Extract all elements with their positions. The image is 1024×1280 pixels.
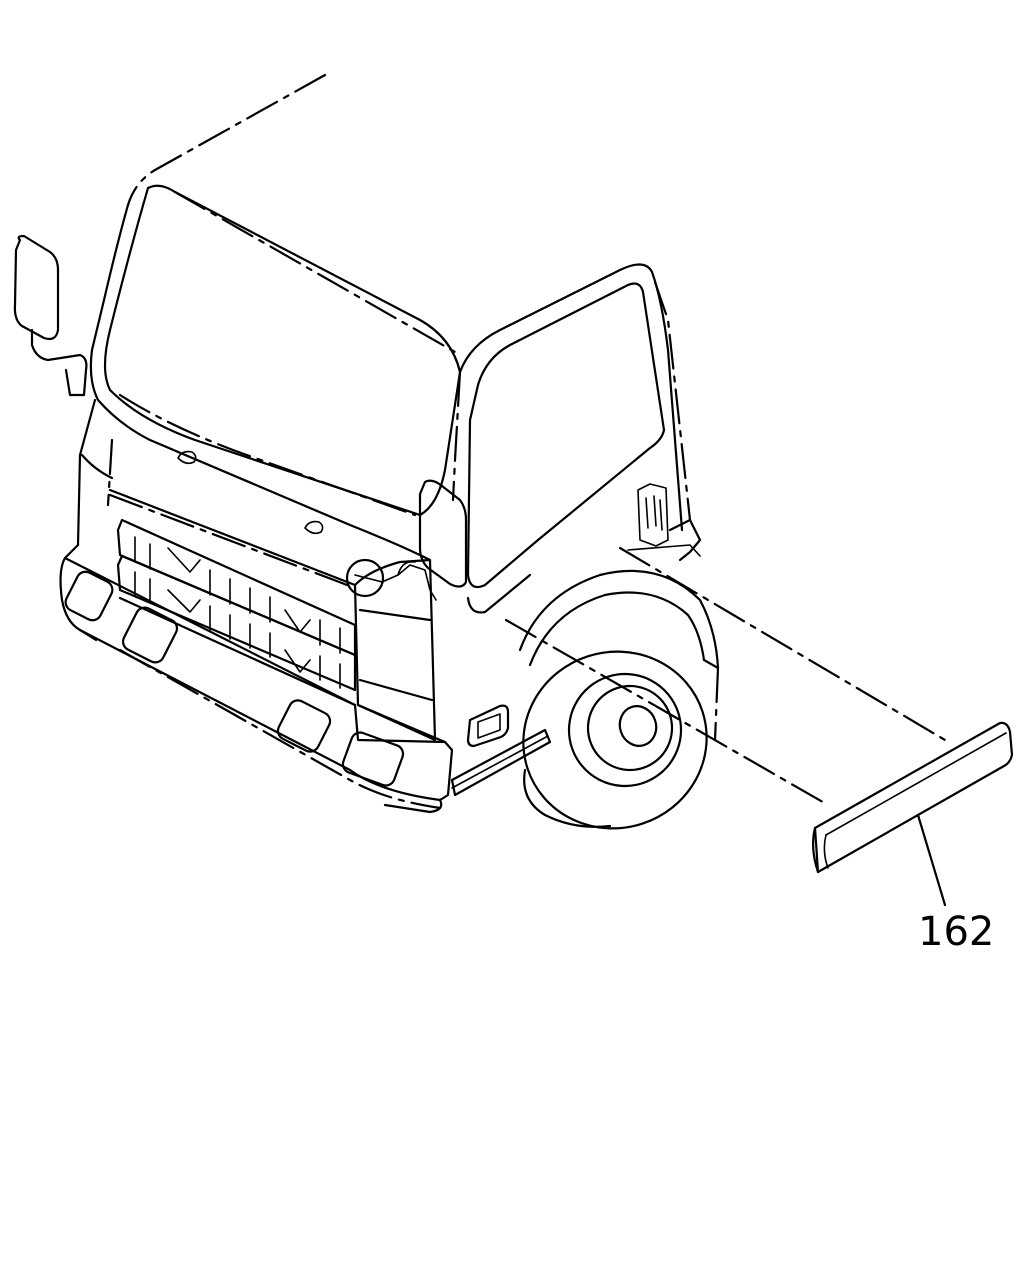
front-bumper [59,543,454,814]
callout-162-leader [916,813,947,907]
windshield [103,186,462,517]
right-turn-lamp [341,731,405,787]
callout-162-label: 162 [918,909,994,955]
headlamp [353,558,437,742]
callout-162: 162 [916,813,994,955]
left-turn-lamp [121,606,179,664]
cab-front-face [76,348,432,590]
left-fog-lamp [64,570,114,622]
right-fog-lamp [276,699,332,753]
exploded-leaders [504,546,947,807]
cab-door [451,263,692,748]
left-side-mirror [13,234,88,397]
front-fender [518,518,720,742]
side-molding-part [811,721,1014,874]
cab-step [450,728,552,797]
right-side-mirror [345,479,468,601]
cab-roof [90,73,462,374]
under-mirror [345,558,385,598]
front-grille [116,518,357,707]
front-wheel [522,650,708,830]
